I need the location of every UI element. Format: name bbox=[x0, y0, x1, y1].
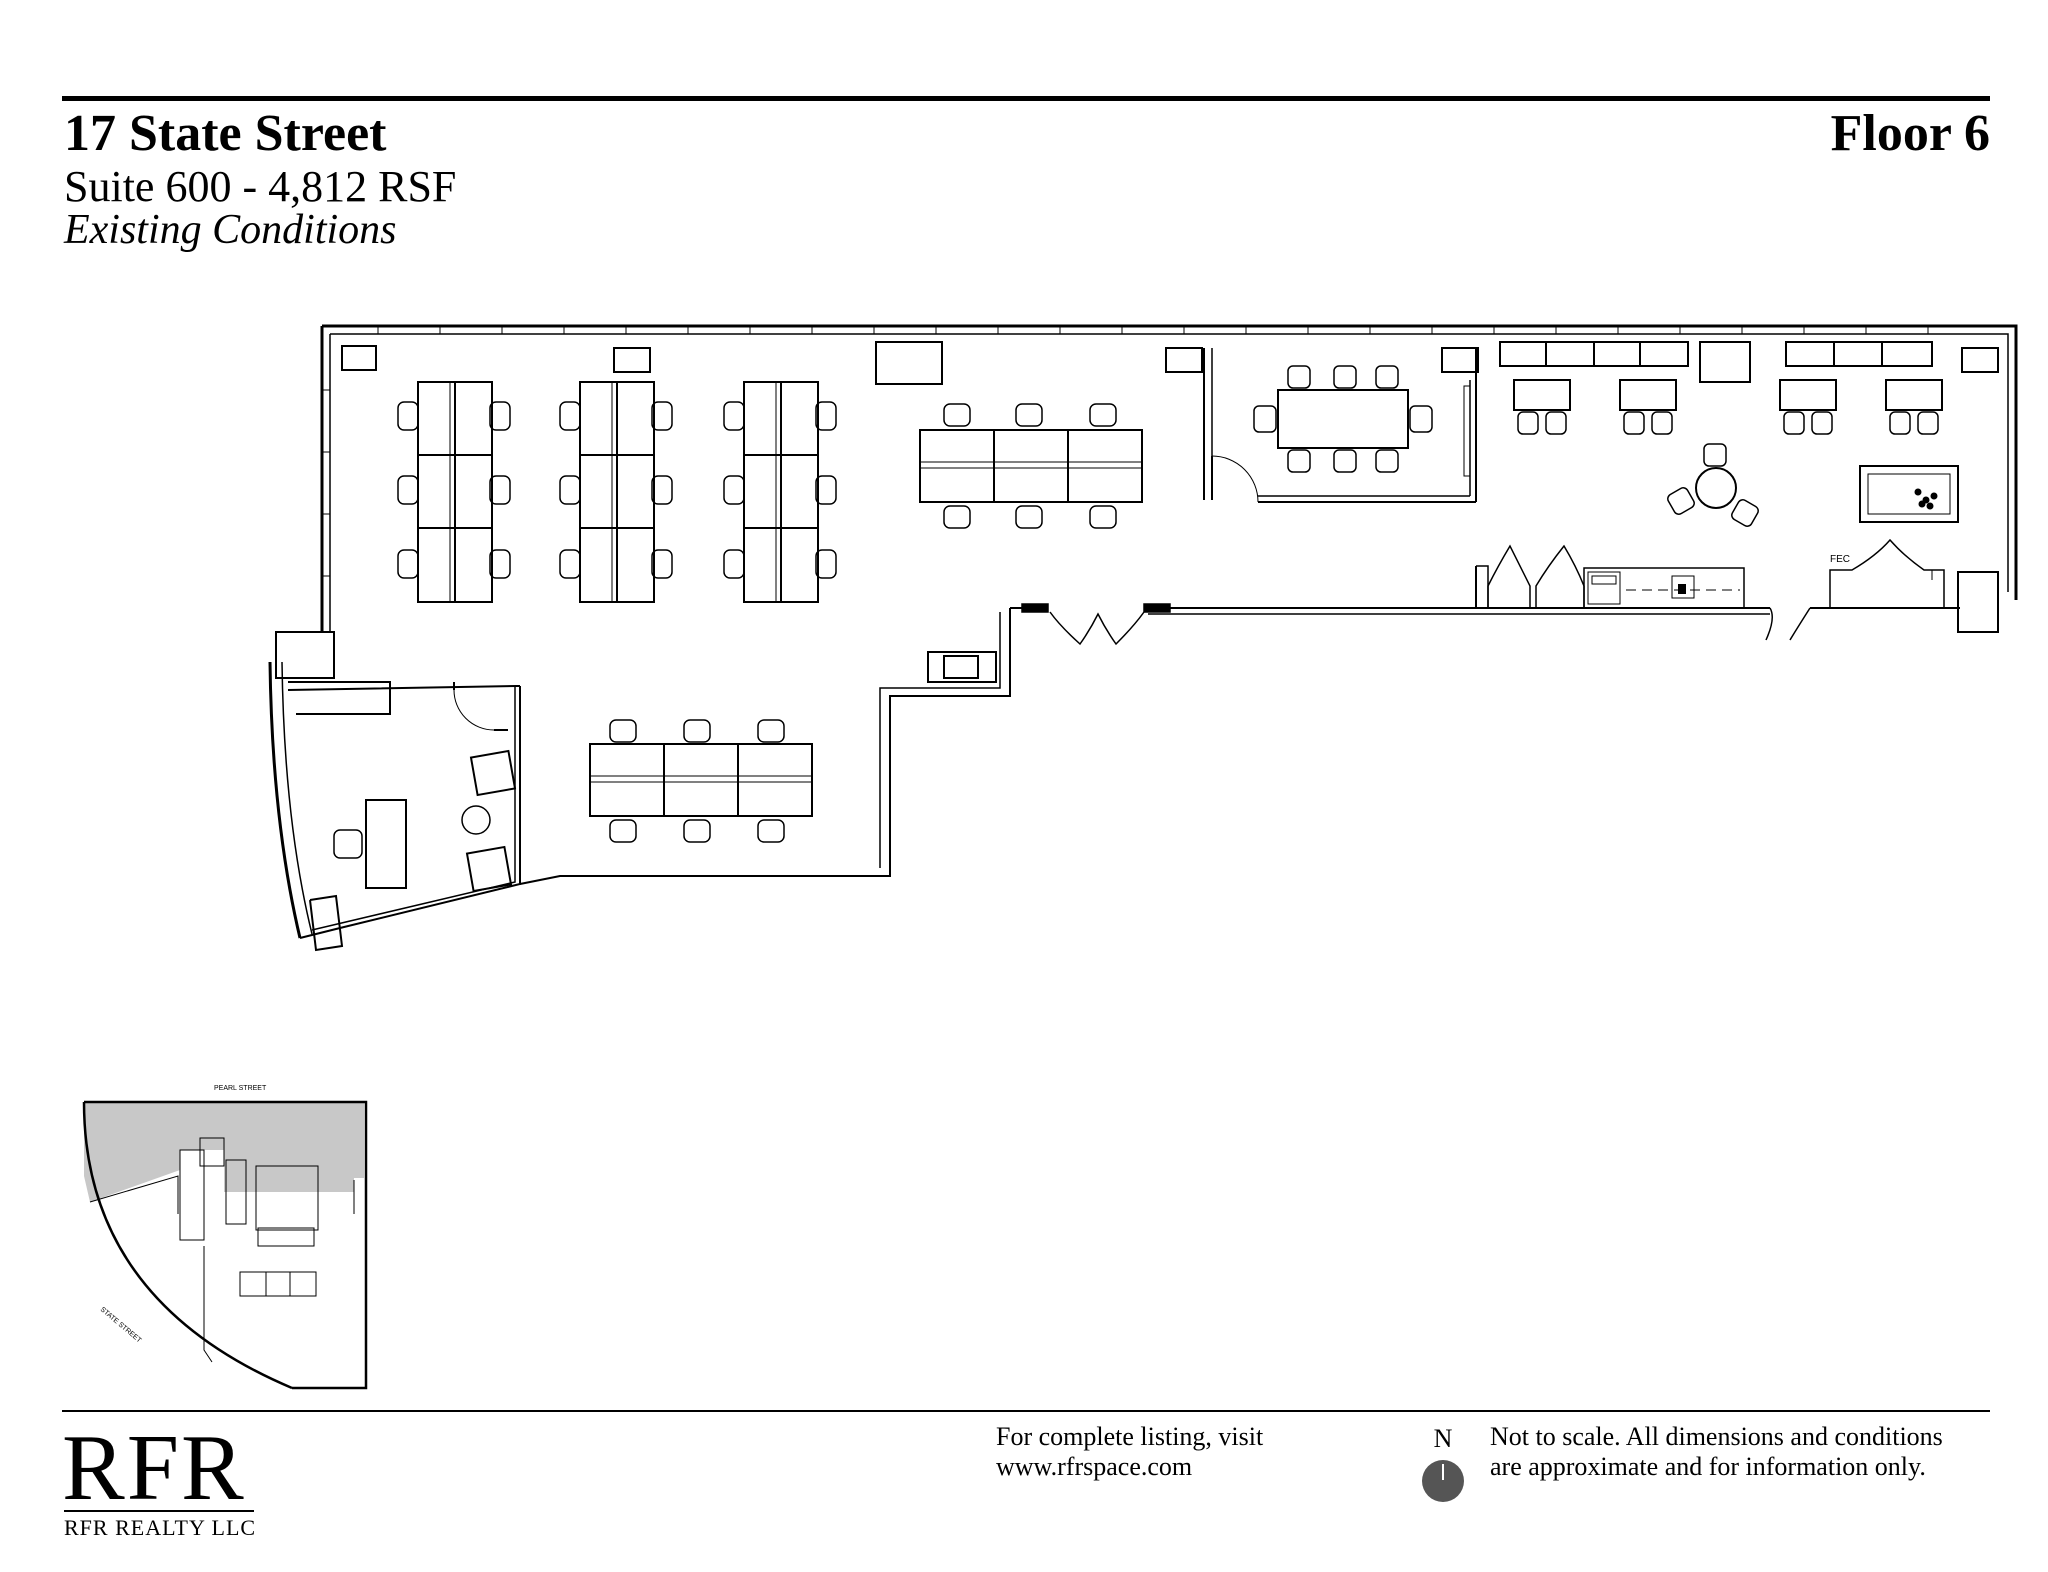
benching-lower bbox=[589, 719, 813, 843]
private-office-walls bbox=[287, 681, 520, 952]
north-label: N bbox=[1433, 1424, 1453, 1453]
disclaimer-line-2: are approximate and for information only… bbox=[1490, 1452, 1926, 1481]
north-arrow: N bbox=[1416, 1424, 1470, 1544]
highlighted-suite-curve bbox=[84, 1150, 180, 1202]
key-plan-pearl-street: PEARL STREET bbox=[214, 1085, 267, 1092]
footer-rule bbox=[62, 1410, 1990, 1412]
office-furniture bbox=[333, 749, 517, 893]
logo-rule bbox=[64, 1510, 254, 1512]
rfr-logo: RFR bbox=[62, 1416, 246, 1520]
small-table bbox=[927, 651, 997, 683]
listing-info: For complete listing, visit www.rfrspace… bbox=[996, 1422, 1263, 1482]
columns bbox=[341, 341, 1999, 385]
corridor-doors bbox=[1021, 603, 1171, 646]
north-pointer bbox=[1442, 1464, 1444, 1480]
exterior-walls bbox=[268, 324, 2018, 939]
header-rule bbox=[62, 96, 1990, 101]
conference-table bbox=[1253, 365, 1433, 473]
conditions-label: Existing Conditions bbox=[64, 207, 397, 253]
conference-room-walls bbox=[1203, 348, 1477, 503]
lounge-furniture bbox=[1499, 341, 1959, 527]
window-mullions bbox=[322, 326, 1929, 577]
building-title: 17 State Street bbox=[64, 105, 387, 162]
fec-label: FEC bbox=[1830, 554, 1850, 565]
pantry-walls bbox=[1475, 538, 1945, 641]
suite-label: Suite 600 - 4,812 RSF bbox=[64, 162, 457, 211]
chairs-left bbox=[397, 401, 837, 579]
key-plan-state-street: STATE STREET bbox=[99, 1306, 143, 1345]
benching-top bbox=[919, 403, 1143, 529]
disclaimer-line-1: Not to scale. All dimensions and conditi… bbox=[1490, 1422, 1943, 1451]
listing-url[interactable]: www.rfrspace.com bbox=[996, 1452, 1193, 1481]
listing-line-1: For complete listing, visit bbox=[996, 1422, 1264, 1451]
disclaimer: Not to scale. All dimensions and conditi… bbox=[1490, 1422, 1943, 1482]
floor-label: Floor 6 bbox=[1830, 105, 1990, 162]
rfr-realty-label: RFR REALTY LLC bbox=[64, 1515, 257, 1540]
